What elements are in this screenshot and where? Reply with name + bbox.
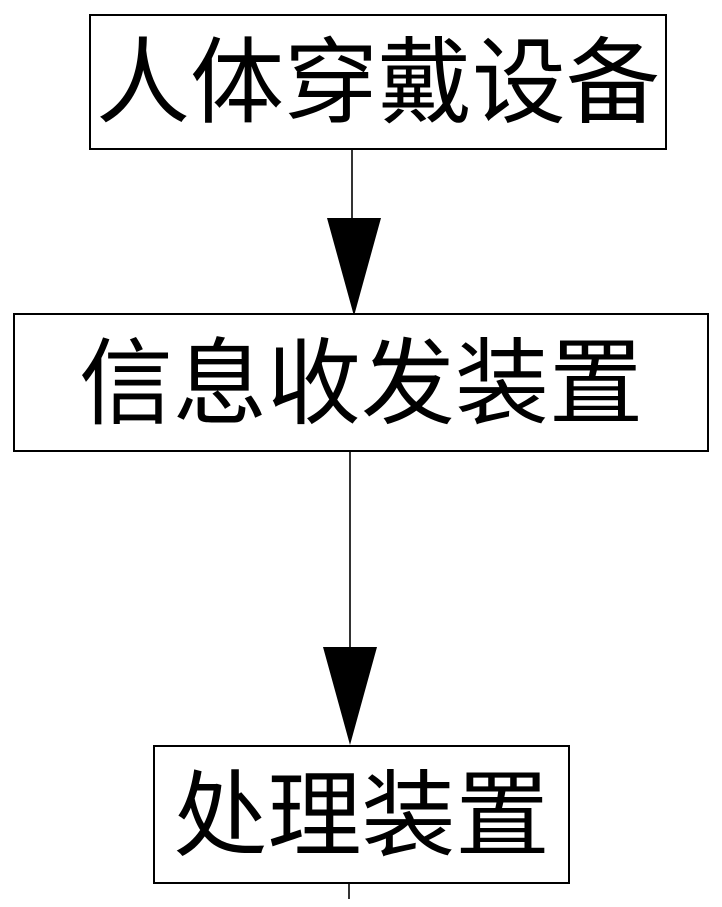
arrowhead-down-icon-2 [323,647,377,745]
node-wearable-device: 人体穿戴设备 [89,14,667,150]
node-processing-device: 处理装置 [153,745,570,884]
node-processing-device-label: 处理装置 [173,764,550,869]
node-transceiver-device-label: 信息收发装置 [78,332,643,437]
node-wearable-device-label: 人体穿戴设备 [95,32,660,136]
node-transceiver-device: 信息收发装置 [13,313,709,452]
arrowhead-down-icon-1 [327,218,381,316]
